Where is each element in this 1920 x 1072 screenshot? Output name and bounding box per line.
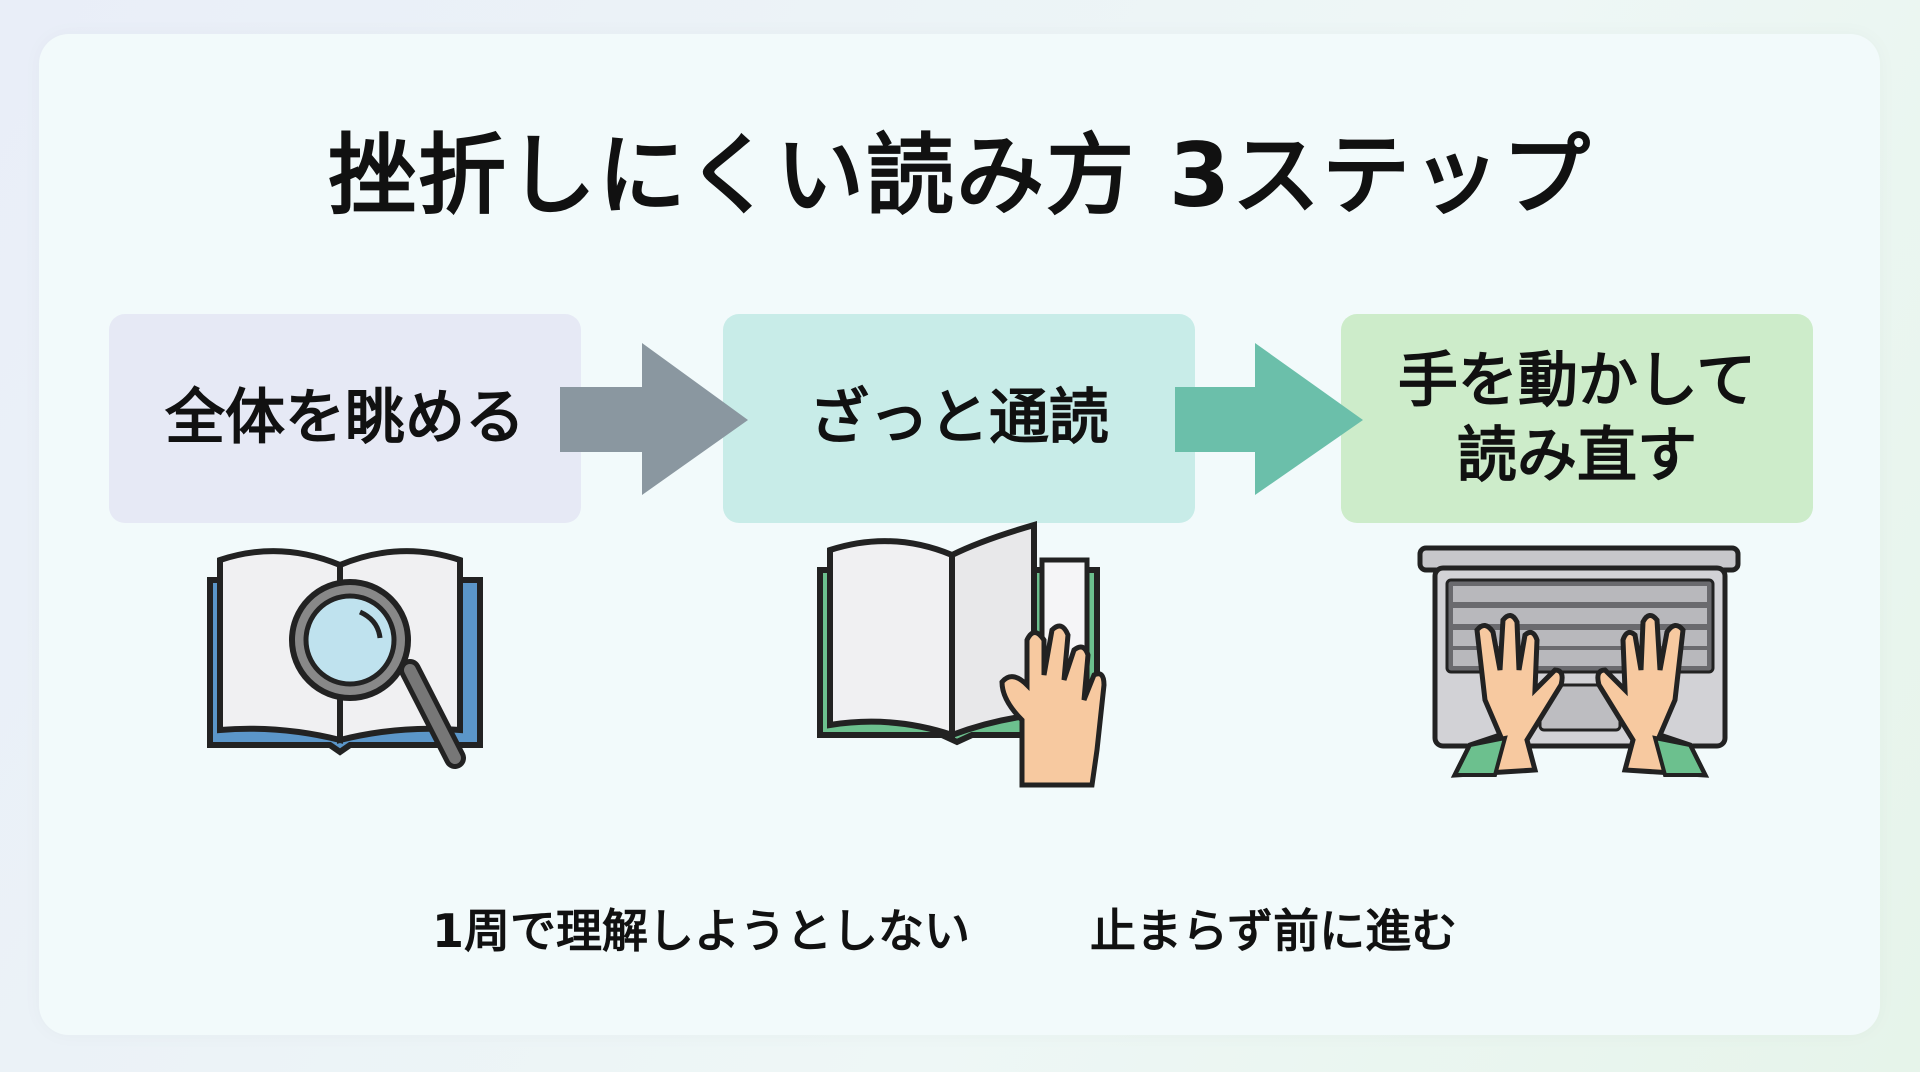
step-1-box: 全体を眺める: [109, 314, 581, 523]
book-magnifier-icon: [207, 548, 483, 769]
slide-card: [39, 34, 1880, 1035]
page-title: 挫折しにくい読み方 3ステップ: [327, 124, 1593, 227]
step-1-label: 全体を眺める: [165, 383, 525, 453]
arrow-right-icon: [1175, 343, 1363, 495]
step-2-box: ざっと通読: [723, 314, 1195, 523]
note-left: 1周で理解しようとしない: [432, 904, 971, 958]
step-3-box: 手を動かして読み直す: [1341, 314, 1813, 523]
note-right: 止まらず前に進む: [1090, 904, 1458, 958]
step-3-label-line-2: 読み直す: [1456, 420, 1697, 491]
step-3-label-line-1: 手を動かして: [1397, 345, 1757, 416]
arrow-right-icon: [560, 343, 748, 495]
laptop-typing-icon: [1417, 545, 1741, 778]
book-page-turn-icon: [817, 521, 1107, 788]
step-2-label: ざっと通読: [809, 383, 1109, 453]
